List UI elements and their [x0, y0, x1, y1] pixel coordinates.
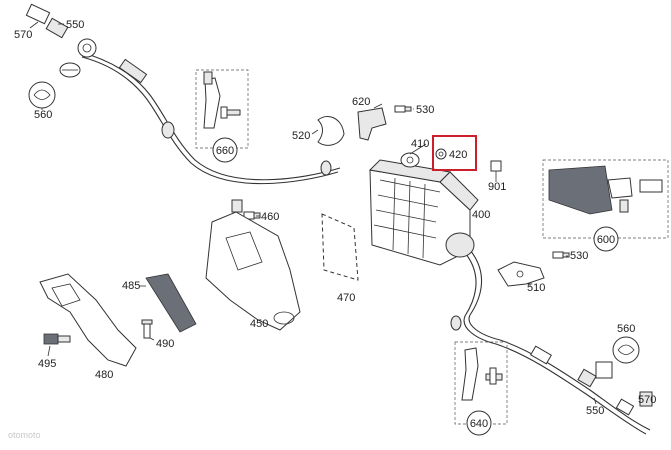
selector-unit-400 [368, 152, 479, 266]
watermark-text: otomoto [8, 430, 41, 440]
plug-901 [490, 160, 502, 178]
detail-box-600 [542, 159, 669, 252]
label-550-bottom: 550 [586, 405, 604, 417]
label-530-top: 530 [416, 104, 434, 116]
cable-clip-top [59, 62, 81, 78]
grommet-top [161, 121, 175, 139]
grommet-mid [320, 160, 332, 176]
label-420: 420 [449, 149, 467, 161]
shift-cable-lower-inner [463, 253, 647, 435]
screw-490 [141, 319, 153, 339]
label-485: 485 [122, 280, 140, 292]
clip-570-bottom [639, 391, 653, 407]
leader-lines [29, 21, 597, 405]
label-550-top: 550 [66, 19, 84, 31]
label-510: 510 [527, 282, 545, 294]
shift-cable-upper-inner [81, 56, 339, 185]
boot-560-right [612, 336, 640, 364]
bracket-510 [497, 261, 545, 287]
cable-end-fitting-top [25, 3, 148, 84]
label-570-bottom: 570 [638, 394, 656, 406]
bracket-450 [205, 199, 301, 331]
bolt-530-right [552, 251, 570, 259]
label-460: 460 [261, 211, 279, 223]
shift-cable-lower [468, 249, 651, 431]
label-660: 660 [216, 145, 234, 157]
plate-485 [145, 273, 197, 333]
label-560-left: 560 [34, 109, 52, 121]
label-620: 620 [352, 96, 370, 108]
label-480: 480 [95, 369, 113, 381]
detail-box-640 [454, 341, 508, 436]
highlight-box-420 [432, 135, 477, 171]
label-410: 410 [411, 138, 429, 150]
label-530-right: 530 [570, 250, 588, 262]
boot-560-left [28, 81, 56, 109]
washer-420 [435, 148, 447, 160]
cable-end-fitting-right [450, 315, 635, 416]
label-495: 495 [38, 358, 56, 370]
bolt-495 [43, 333, 71, 345]
label-560-right: 560 [617, 323, 635, 335]
label-901: 901 [488, 181, 506, 193]
bracket-480 [39, 273, 137, 367]
label-490: 490 [156, 338, 174, 350]
label-470: 470 [337, 292, 355, 304]
label-520: 520 [292, 130, 310, 142]
cover-520 [317, 116, 345, 146]
bracket-620 [357, 105, 412, 141]
label-450: 450 [250, 318, 268, 330]
label-600: 600 [597, 234, 615, 246]
label-570-top: 570 [14, 29, 32, 41]
label-400: 400 [472, 209, 490, 221]
detail-box-660 [195, 69, 249, 163]
label-640: 640 [470, 418, 488, 430]
gasket-470 [321, 213, 359, 281]
